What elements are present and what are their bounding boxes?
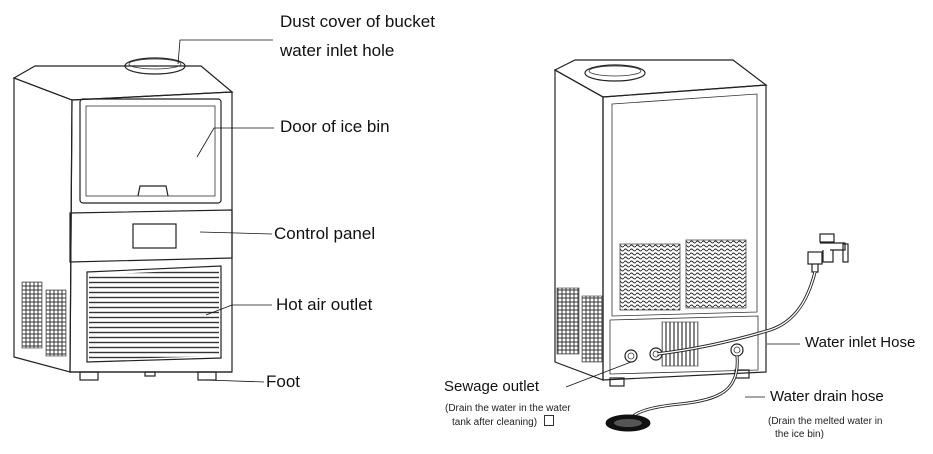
label-water-drain-hose: Water drain hose xyxy=(770,388,884,405)
leader-hot-air xyxy=(205,304,272,316)
back-face xyxy=(602,84,767,381)
condenser-right xyxy=(685,239,747,309)
back-lower-panel xyxy=(609,315,759,375)
front-foot-left xyxy=(79,371,99,381)
side-vent-1 xyxy=(21,281,43,349)
door-window xyxy=(85,105,216,197)
label-drain-note-2: the ice bin) xyxy=(775,429,824,440)
sewage-outlet-port xyxy=(624,349,638,363)
faucet-body xyxy=(807,251,823,265)
back-top-panel xyxy=(553,59,768,98)
water-faucet xyxy=(807,233,849,273)
label-drain-note-1: (Drain the melted water in xyxy=(768,416,883,427)
back-inlet-cap xyxy=(584,64,646,82)
door-handle xyxy=(137,185,169,197)
front-grille-frame xyxy=(86,265,222,363)
condenser-left xyxy=(619,243,681,311)
leader-dust-cover xyxy=(177,39,273,65)
leader-control-panel xyxy=(199,231,273,235)
label-dust-cover-line1: Dust cover of bucket xyxy=(280,12,435,31)
front-foot-right xyxy=(197,371,217,381)
control-band xyxy=(69,209,233,263)
front-grille-louvers xyxy=(89,269,219,360)
label-water-inlet-hose: Water inlet Hose xyxy=(805,334,916,351)
back-lower-vents xyxy=(661,321,699,367)
front-ice-maker xyxy=(12,57,234,381)
back-side-vent-2 xyxy=(581,295,603,363)
front-leader-lines xyxy=(177,39,274,383)
label-hot-air-outlet: Hot air outlet xyxy=(276,295,373,314)
drain-port xyxy=(730,343,744,357)
faucet-handle xyxy=(819,233,835,243)
front-top-panel xyxy=(12,65,234,101)
checkbox-glyph-icon xyxy=(543,415,554,426)
back-side-vent-1 xyxy=(556,287,580,355)
label-sewage-note-2: tank after cleaning) xyxy=(452,415,554,429)
leader-door xyxy=(196,127,274,158)
label-foot: Foot xyxy=(266,372,301,391)
leader-foot xyxy=(205,379,265,383)
back-inner-panel xyxy=(611,93,758,317)
leader-sewage-outlet xyxy=(565,361,632,388)
side-vent-2 xyxy=(45,289,67,357)
label-sewage-outlet: Sewage outlet xyxy=(444,378,540,395)
back-foot-left xyxy=(609,377,625,387)
label-sewage-note-1: (Drain the water in the water xyxy=(445,403,571,414)
door-frame xyxy=(79,98,222,204)
inlet-cap xyxy=(124,57,186,75)
back-leader-lines xyxy=(565,343,800,398)
label-control-panel: Control panel xyxy=(274,224,376,243)
label-door-of-ice-bin: Door of ice bin xyxy=(280,117,390,136)
label-dust-cover-line2: water inlet hole xyxy=(280,41,395,60)
control-display xyxy=(132,223,177,249)
back-ice-maker xyxy=(553,59,768,387)
